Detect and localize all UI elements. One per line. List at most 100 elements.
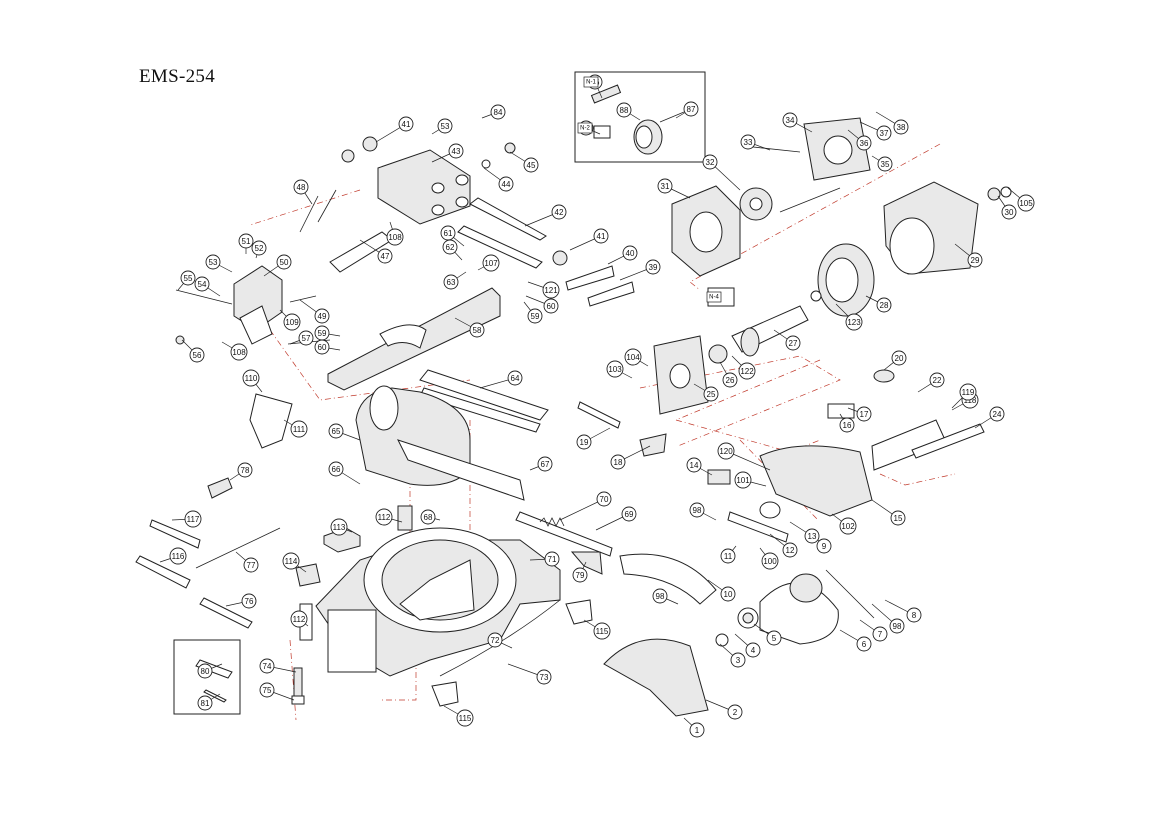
callout-balloon [890, 510, 906, 526]
callout-balloon [180, 270, 196, 286]
callout-c116: 116 [159, 547, 187, 565]
callout-balloon [543, 298, 559, 314]
callout-number: 68 [424, 513, 433, 522]
callout-c44: 44 [483, 167, 514, 192]
callout-number: 103 [608, 365, 622, 374]
callout-balloon [290, 610, 308, 628]
callout-balloon [889, 618, 905, 634]
callout-c65: 65 [328, 423, 361, 441]
callout-number: 57 [302, 334, 311, 343]
callout-balloon [456, 709, 474, 727]
callout-c49: 49 [299, 299, 330, 324]
callout-layer: 1234567891011121314151617181920118222425… [159, 74, 1035, 738]
callout-number: 115 [459, 714, 472, 723]
callout-c98a: 98 [689, 502, 717, 521]
callout-number: 54 [198, 280, 207, 289]
callout-number: 70 [600, 495, 609, 504]
callout-c13: 13 [789, 521, 820, 544]
callout-c60a: 60 [314, 339, 341, 355]
callout-c98c: 98 [871, 603, 905, 634]
callout-number: 55 [184, 274, 193, 283]
callout-balloon [856, 636, 872, 652]
callout-balloon [593, 228, 609, 244]
callout-c84: 84 [481, 104, 506, 120]
callout-number: 59 [531, 312, 540, 321]
callout-number: 79 [576, 571, 585, 580]
callout-balloon [523, 157, 539, 173]
callout-c19: 19 [576, 427, 611, 450]
callout-c117: 117 [171, 510, 202, 528]
gear-housing [671, 117, 871, 277]
callout-c53b: 53 [431, 118, 453, 135]
callout-balloon [766, 630, 782, 646]
callout-c68: 68 [420, 509, 441, 525]
callout-number: 4 [751, 646, 756, 655]
callout-balloon [730, 652, 746, 668]
callout-c87: 87 [675, 101, 699, 119]
callout-balloon [872, 626, 888, 642]
callout-number: 119 [962, 388, 975, 397]
callout-number: 6 [862, 640, 867, 649]
callout-c43: 43 [431, 143, 464, 163]
miter-handle [439, 511, 613, 677]
callout-c104: 104 [624, 348, 649, 367]
callout-number: 117 [187, 515, 200, 524]
callout-c29: 29 [954, 243, 983, 268]
callout-number: 44 [502, 180, 511, 189]
callout-balloon [785, 335, 801, 351]
callout-c102: 102 [831, 513, 857, 535]
callout-c77: 77 [235, 551, 259, 573]
callout-c15: 15 [871, 499, 906, 526]
callout-number: 123 [847, 318, 861, 327]
callout-number: 69 [625, 510, 634, 519]
callout-balloon [544, 551, 560, 567]
callout-number: 77 [247, 561, 256, 570]
callout-c73: 73 [507, 663, 552, 685]
callout-c112b: 112 [290, 610, 309, 628]
callout-number: 67 [541, 460, 550, 469]
callout-balloon [606, 360, 624, 378]
callout-number: 5 [772, 634, 777, 643]
callout-c64: 64 [479, 370, 523, 389]
callout-balloon [205, 254, 221, 270]
callout-number: 12 [786, 546, 795, 555]
callout-balloon [989, 406, 1005, 422]
callout-c42: 42 [524, 204, 567, 227]
inset-tag-label: N-4 [709, 295, 719, 301]
tool-inset [135, 477, 281, 715]
callout-c30: 30 [997, 195, 1017, 220]
inset-tag-frame [583, 76, 599, 88]
small-parts [291, 505, 593, 707]
callout-balloon [542, 281, 560, 299]
callout-balloon [551, 204, 567, 220]
callout-c41a: 41 [375, 116, 414, 143]
callout-number: 20 [895, 354, 904, 363]
callout-c28: 28 [865, 295, 892, 313]
callout-c115b: 115 [443, 705, 474, 727]
callout-balloon [740, 134, 756, 150]
callout-c98b: 98 [652, 588, 679, 605]
callout-number: 104 [626, 353, 640, 362]
callout-number: 45 [527, 161, 536, 170]
callout-c53a: 53 [205, 254, 233, 273]
callout-balloon [652, 588, 668, 604]
callout-number: 116 [172, 552, 185, 561]
saw-base [315, 527, 561, 677]
callout-balloon [443, 274, 459, 290]
callout-c35: 35 [871, 155, 893, 172]
callout-c26: 26 [719, 361, 738, 388]
callout-balloon [259, 682, 275, 698]
callout-balloon [194, 276, 210, 292]
callout-balloon [727, 704, 743, 720]
callout-balloon [959, 383, 977, 401]
callout-number: 8 [912, 611, 917, 620]
callout-number: 100 [763, 557, 777, 566]
callout-number: 62 [446, 243, 455, 252]
callout-number: 53 [441, 122, 450, 131]
callout-number: 65 [332, 427, 341, 436]
callout-balloon [891, 350, 907, 366]
callout-number: 37 [880, 129, 889, 138]
callout-balloon [251, 240, 267, 256]
callout-balloon [761, 552, 779, 570]
callout-c22: 22 [917, 372, 945, 393]
